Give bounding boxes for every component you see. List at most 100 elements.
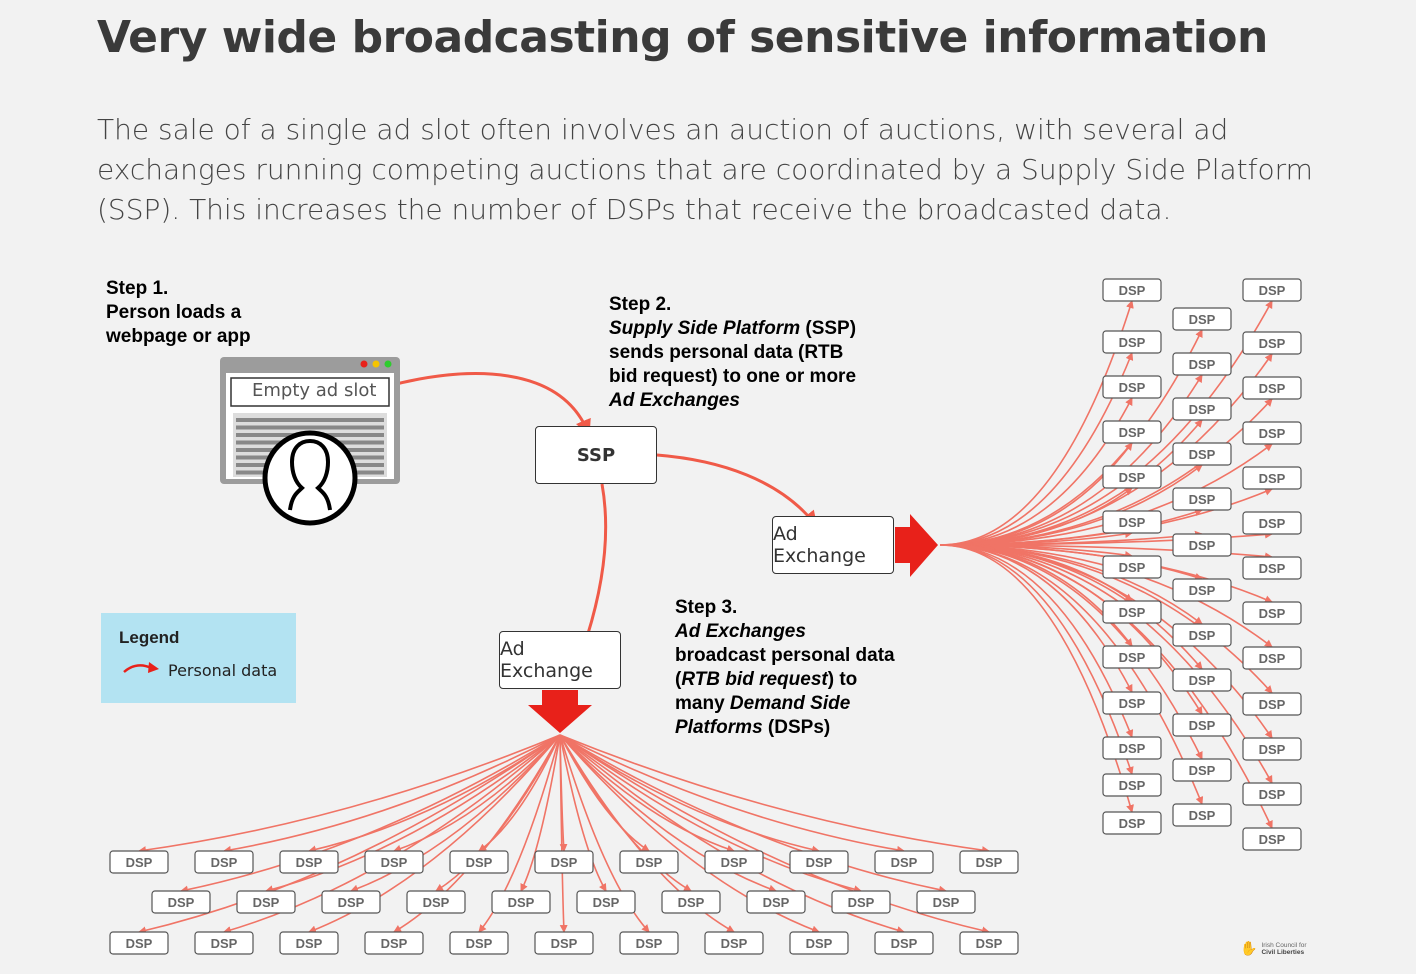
dsp-box	[1102, 555, 1162, 579]
dsp-node: DSP	[279, 850, 339, 874]
dsp-label: DSP	[1189, 447, 1216, 462]
dsp-label: DSP	[508, 895, 535, 910]
dsp-box	[194, 850, 254, 874]
dsp-node: DSP	[534, 850, 594, 874]
broadcast-arrow	[180, 734, 561, 894]
dsp-label: DSP	[1119, 283, 1146, 298]
step3-heading: Step 3.	[675, 597, 738, 618]
dsp-label: DSP	[1259, 606, 1286, 621]
dsp-label: DSP	[168, 895, 195, 910]
dsp-node: DSP	[1242, 827, 1302, 851]
step2-adx-term: Ad Exchanges	[609, 390, 740, 411]
dsp-node: DSP	[874, 931, 934, 955]
empty-ad-slot-label: Empty ad slot	[252, 380, 377, 401]
ad-exchange-bottom-node: Ad Exchange	[499, 631, 621, 689]
dsp-label: DSP	[593, 895, 620, 910]
step3-t4: ) to many	[675, 669, 858, 714]
dsp-label: DSP	[1259, 651, 1286, 666]
legend: Legend Personal data	[101, 613, 296, 703]
dsp-label: DSP	[1259, 742, 1286, 757]
dsp-label: DSP	[1189, 808, 1216, 823]
logo-line1: Irish Council for	[1261, 941, 1307, 949]
dsp-node: DSP	[831, 890, 891, 914]
dsp-label: DSP	[296, 855, 323, 870]
dsp-node: DSP	[1242, 278, 1302, 302]
dsp-box	[1172, 713, 1232, 737]
dsp-label: DSP	[1189, 673, 1216, 688]
dsp-node: DSP	[959, 850, 1019, 874]
dsp-label: DSP	[1259, 426, 1286, 441]
dsp-node: DSP	[194, 931, 254, 955]
dsp-node: DSP	[534, 931, 594, 955]
dsp-box	[874, 850, 934, 874]
dsp-box	[109, 931, 169, 955]
dsp-box	[194, 931, 254, 955]
dsp-box	[661, 890, 721, 914]
dsp-node: DSP	[1102, 645, 1162, 669]
dsp-box	[109, 850, 169, 874]
dsp-box	[1242, 278, 1302, 302]
dsp-node: DSP	[279, 931, 339, 955]
step3-t5: Demand Side Platforms	[675, 693, 851, 738]
dsp-label: DSP	[1119, 696, 1146, 711]
intro-paragraph: The sale of a single ad slot often invol…	[97, 113, 1313, 226]
step2-heading: Step 2.	[609, 294, 672, 315]
dsp-label: DSP	[806, 936, 833, 951]
dsp-box	[619, 850, 679, 874]
dsp-label: DSP	[1119, 515, 1146, 530]
dsp-node: DSP	[874, 850, 934, 874]
dsp-node: DSP	[1172, 352, 1232, 376]
dsp-node: DSP	[449, 931, 509, 955]
broadcast-arrow	[939, 544, 1204, 805]
dsp-box	[1102, 375, 1162, 399]
dsp-label: DSP	[296, 936, 323, 951]
dsp-node: DSP	[109, 850, 169, 874]
step1-text: Step 1. Person loads a webpage or app	[106, 277, 276, 349]
dsp-node: DSP	[1242, 376, 1302, 400]
dsp-box	[1102, 691, 1162, 715]
dsp-box	[1242, 331, 1302, 355]
dsp-label: DSP	[1119, 741, 1146, 756]
dsp-box	[1242, 601, 1302, 625]
dsp-box	[1242, 827, 1302, 851]
broadcast-arrow	[478, 734, 561, 852]
broadcast-arrow	[559, 734, 947, 894]
dsp-label: DSP	[1119, 605, 1146, 620]
dsp-box	[916, 890, 976, 914]
dsp-box	[1172, 397, 1232, 421]
dsp-node: DSP	[1102, 420, 1162, 444]
dsp-node: DSP	[1102, 330, 1162, 354]
broadcast-arrow	[520, 734, 561, 892]
dsp-label: DSP	[423, 895, 450, 910]
dsp-node: DSP	[1242, 466, 1302, 490]
dsp-box	[959, 931, 1019, 955]
dsp-label: DSP	[1189, 763, 1216, 778]
dsp-label: DSP	[211, 855, 238, 870]
dsp-node: DSP	[1102, 691, 1162, 715]
dsp-label: DSP	[1119, 425, 1146, 440]
dsp-node: DSP	[1242, 782, 1302, 806]
dsp-node: DSP	[576, 890, 636, 914]
dsp-node: DSP	[1172, 713, 1232, 737]
dsp-label: DSP	[1119, 816, 1146, 831]
big-arrow-down	[528, 690, 592, 733]
dsp-label: DSP	[1189, 357, 1216, 372]
dsp-box	[1102, 600, 1162, 624]
broadcast-arrow	[265, 734, 561, 894]
dsp-box	[1242, 556, 1302, 580]
dsp-box	[1172, 623, 1232, 647]
dsp-node: DSP	[236, 890, 296, 914]
dsp-box	[1102, 278, 1162, 302]
step2-body-mid: (SSP) sends personal data (RTB bid reque…	[609, 318, 857, 387]
dsp-node: DSP	[1172, 307, 1232, 331]
dsp-node: DSP	[1242, 421, 1302, 445]
broadcast-arrow	[939, 398, 1273, 546]
dsp-node: DSP	[1102, 278, 1162, 302]
dsp-node: DSP	[1172, 533, 1232, 557]
dsp-node: DSP	[1102, 555, 1162, 579]
logo-line2: Civil Liberties	[1261, 948, 1305, 956]
arrow-slot-to-ssp	[387, 372, 591, 436]
dsp-label: DSP	[1189, 628, 1216, 643]
dsp-box	[321, 890, 381, 914]
step2-text: Step 2. Supply Side Platform (SSP) sends…	[609, 293, 869, 413]
